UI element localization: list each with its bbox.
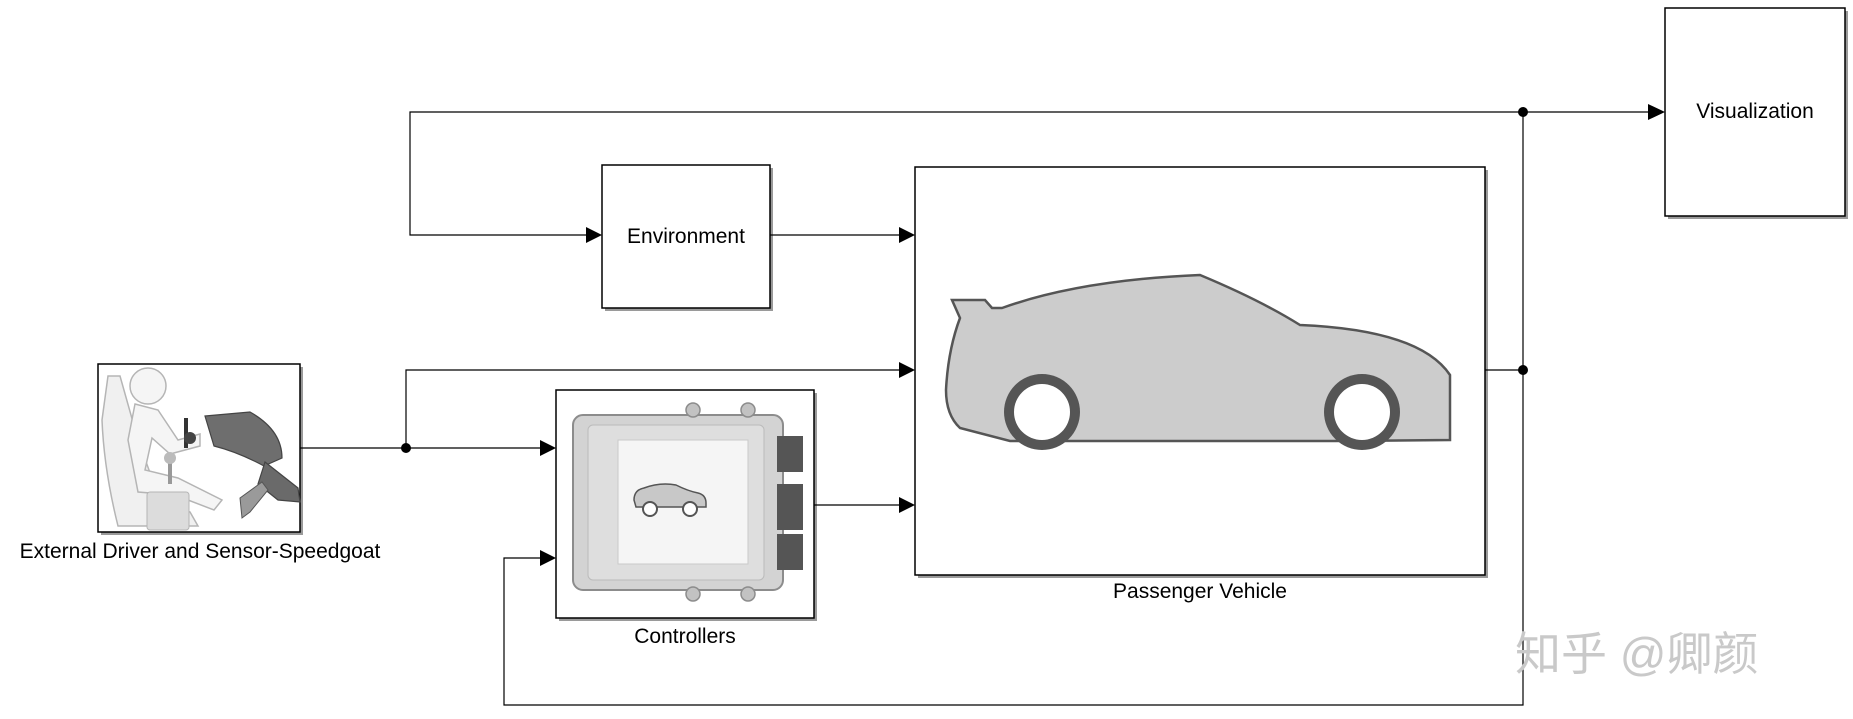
feedback-to-controllers-wire[interactable] (503, 112, 1524, 706)
small-car-icon (633, 483, 707, 517)
controllers-in1-arrow (540, 440, 556, 456)
environment-label: Environment (627, 224, 745, 248)
to-environment-wire[interactable] (409, 111, 1523, 236)
watermark-text: 知乎 @卿颜 (1515, 628, 1759, 680)
environment-in-arrow (586, 227, 602, 243)
car-icon (944, 273, 1452, 450)
visualization-in-arrow (1648, 104, 1665, 120)
controllers-label: Controllers (634, 625, 736, 648)
environment-block[interactable] (601, 164, 771, 309)
controllers-in2-arrow (540, 550, 556, 566)
driver-label: External Driver and Sensor-Speedgoat (19, 540, 381, 563)
branch-point-driver (401, 443, 411, 453)
ecu-icon (572, 402, 803, 602)
vehicle-in1-arrow (899, 227, 915, 243)
visualization-block[interactable] (1664, 7, 1846, 217)
driver-seat-icon (101, 367, 301, 531)
visualization-label: Visualization (1696, 100, 1814, 123)
branch-point-vehicle (1518, 365, 1528, 375)
branch-point-top (1518, 107, 1528, 117)
vehicle-in3-arrow (899, 497, 915, 513)
passenger-vehicle-label: Passenger Vehicle (1113, 580, 1287, 603)
vehicle-in2-arrow (899, 362, 915, 378)
driver-to-vehicle-wire[interactable] (405, 369, 899, 448)
